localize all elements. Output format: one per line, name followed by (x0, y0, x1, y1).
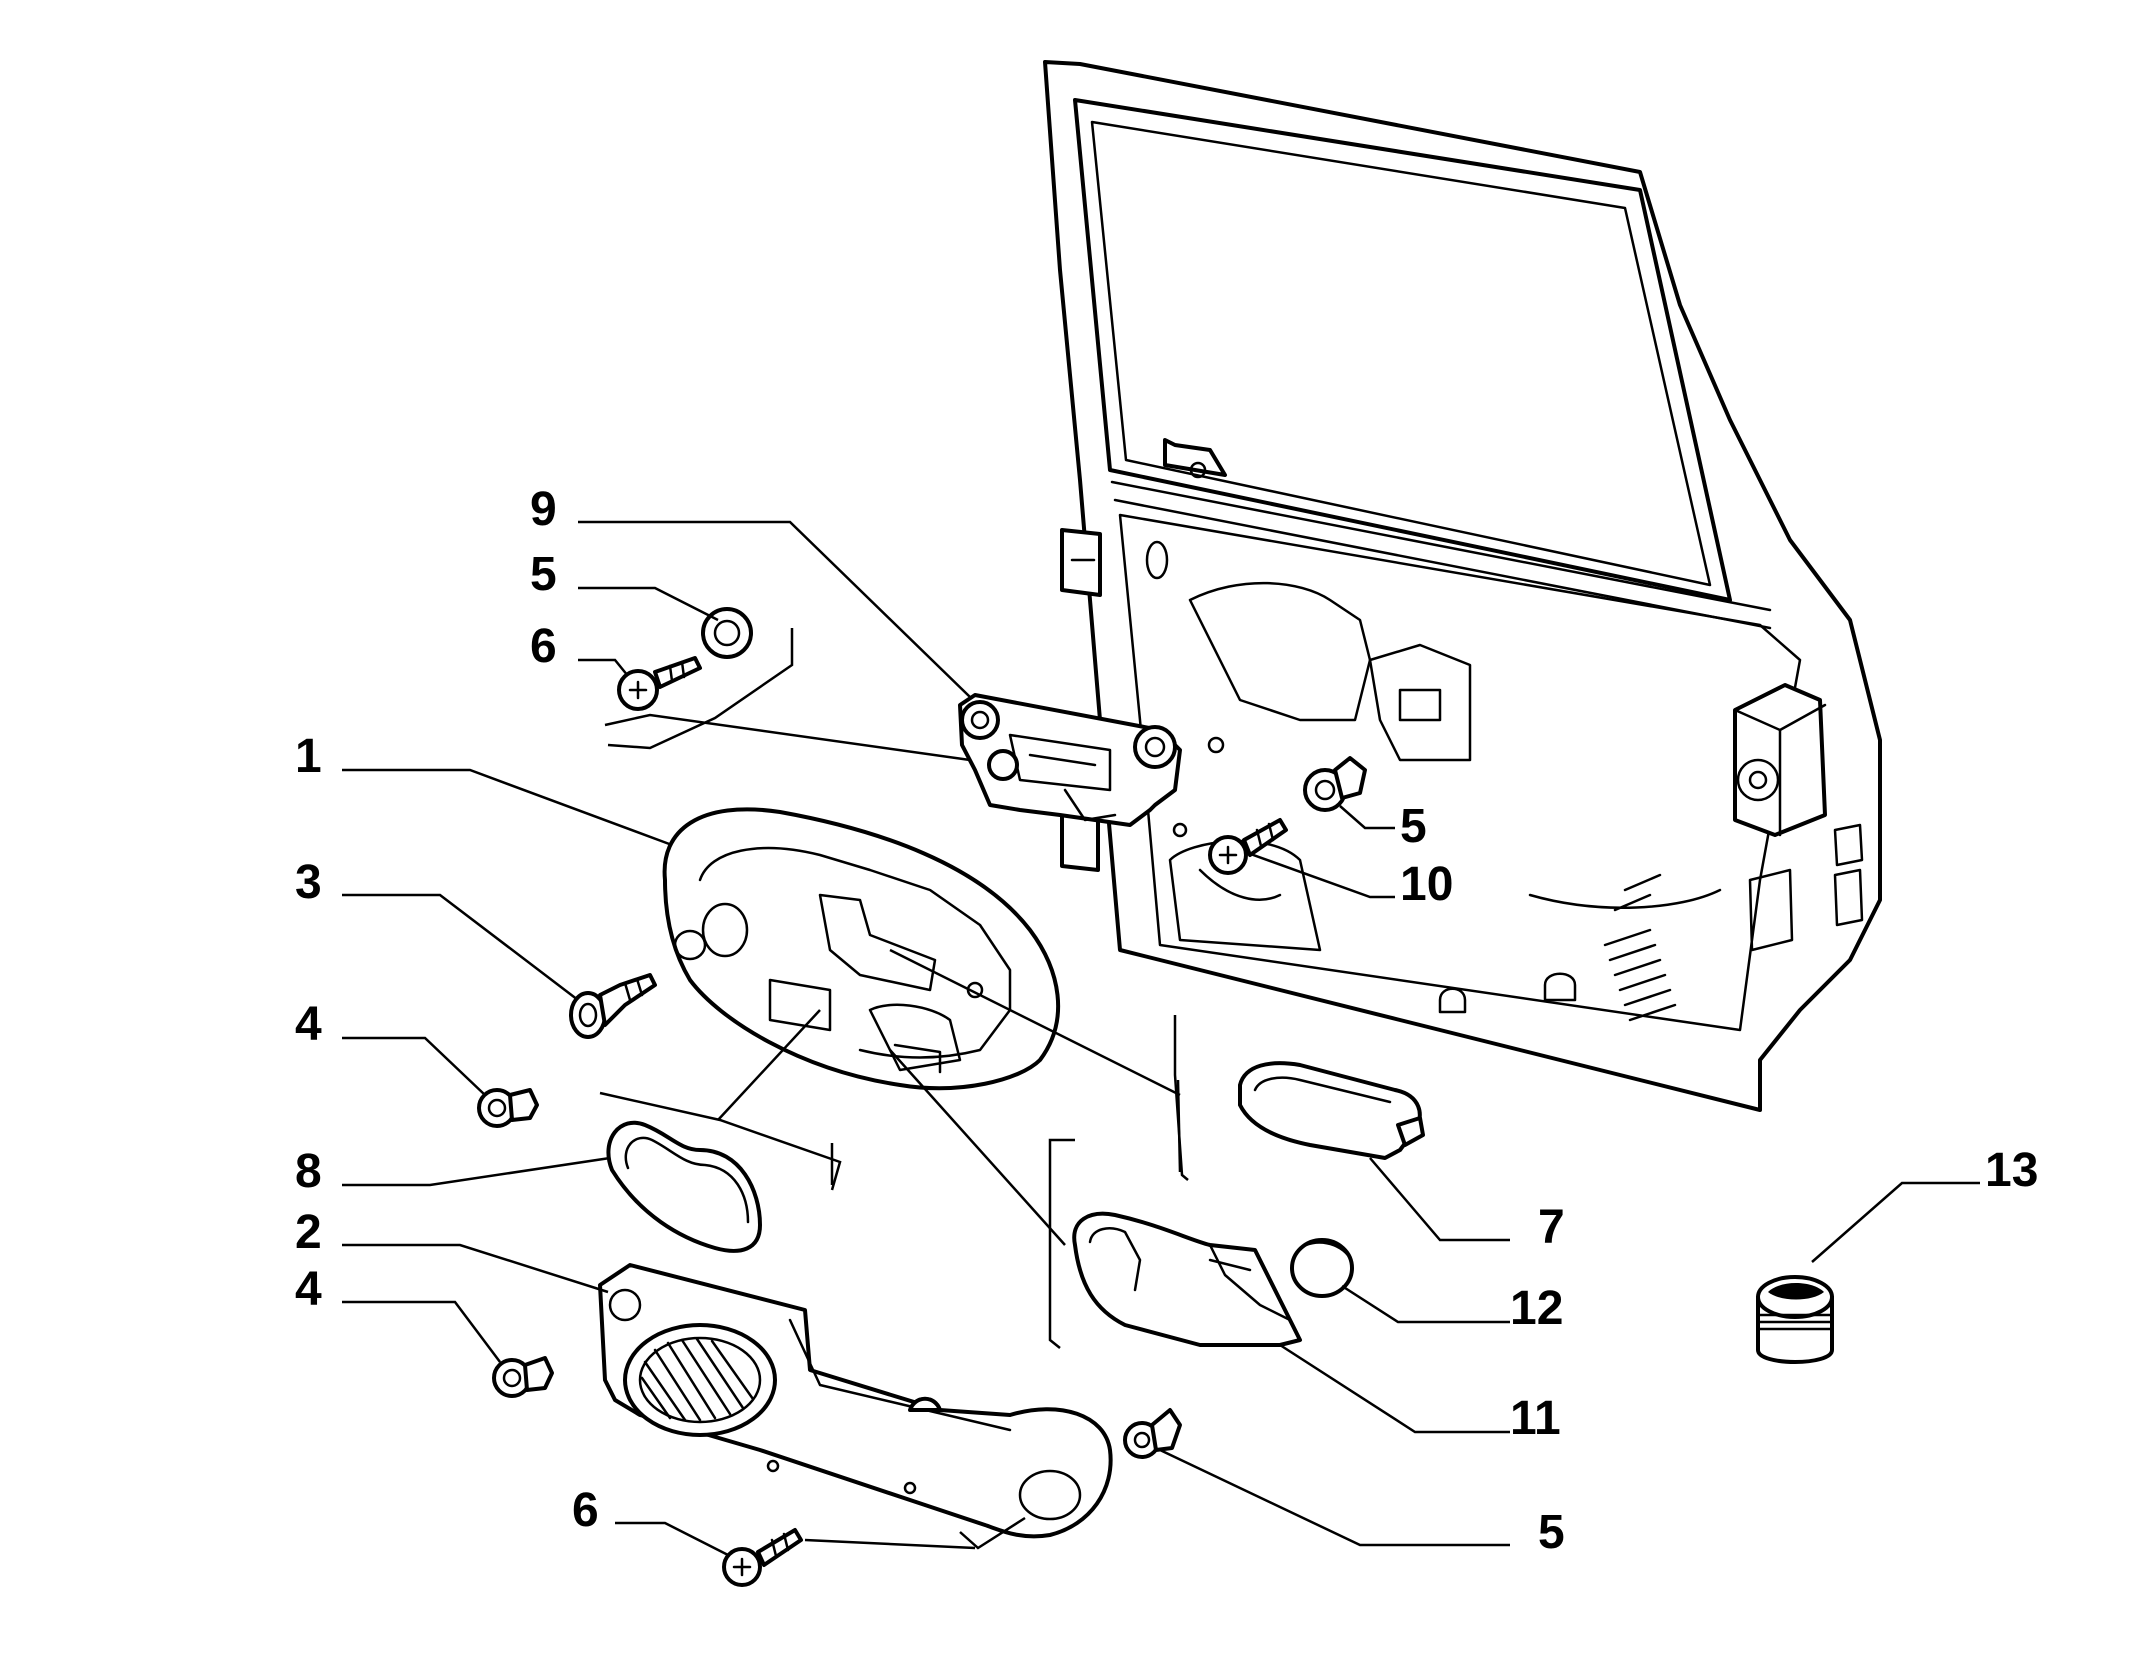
leader-9 (578, 520, 971, 698)
callout-2: 2 (295, 1206, 322, 1259)
part-11-handle-bezel (1072, 1211, 1302, 1347)
leader-lines (342, 520, 1980, 1558)
part-5-push-clip-right (1303, 756, 1367, 812)
callout-9: 9 (530, 483, 557, 536)
leader-2 (342, 1243, 609, 1294)
part-2-armrest-speaker-cover (598, 1263, 1113, 1539)
leader-4a (342, 1036, 486, 1096)
leader-8 (342, 1156, 611, 1187)
callout-3: 3 (295, 856, 322, 909)
leader-13 (1811, 1181, 1980, 1263)
callout-1: 1 (295, 730, 322, 783)
rear-door-shell (1043, 60, 1882, 1112)
speaker-grille-hatching (640, 1337, 755, 1422)
part-7-pull-handle (1238, 1061, 1425, 1160)
callout-13: 13 (1985, 1144, 2038, 1197)
callout-6a: 6 (530, 620, 557, 673)
leader-12 (1341, 1284, 1510, 1324)
leader-7 (1369, 1157, 1510, 1242)
door-vent-slots (1603, 873, 1677, 1022)
part-1-trim-panel (662, 807, 1061, 1091)
callout-labels: 9 5 6 1 3 4 8 2 4 6 5 10 7 12 11 5 13 (295, 483, 2038, 1559)
callout-11: 11 (1510, 1392, 1561, 1445)
callout-8: 8 (295, 1145, 322, 1198)
part-10-screw (1208, 818, 1288, 875)
callout-5b: 5 (1400, 800, 1427, 853)
callout-4a: 4 (295, 998, 322, 1051)
callout-10: 10 (1400, 858, 1453, 911)
leader-11 (1279, 1343, 1510, 1434)
callout-6b: 6 (572, 1484, 599, 1537)
callout-12: 12 (1510, 1282, 1563, 1335)
part-13-cap (1756, 1275, 1834, 1364)
part-8-handle-cup (606, 1120, 762, 1253)
leader-1 (342, 768, 673, 847)
callout-5a: 5 (530, 548, 557, 601)
leader-3 (342, 893, 579, 1001)
leader-5b (1339, 805, 1395, 830)
part-6-screw-top (617, 656, 702, 711)
leader-10 (1244, 850, 1395, 899)
part-12-round-plug (1290, 1238, 1354, 1298)
part-5-clip-lower (1123, 1408, 1182, 1459)
leader-6a (578, 658, 629, 677)
part-3-screw (569, 973, 657, 1039)
part-4-clip-lower (492, 1356, 554, 1398)
callout-4b: 4 (295, 1263, 322, 1316)
leader-4b (342, 1300, 501, 1363)
callout-5c: 5 (1538, 1506, 1565, 1559)
leader-5a (578, 586, 719, 622)
callout-7: 7 (1538, 1201, 1565, 1254)
part-9-handle-bracket (958, 693, 1182, 827)
leader-5c (1159, 1448, 1510, 1547)
leader-6b (615, 1521, 731, 1558)
part-4-clip-upper (477, 1088, 539, 1128)
part-6-screw-lower (722, 1528, 803, 1587)
part-5-grommet-top (701, 607, 753, 659)
